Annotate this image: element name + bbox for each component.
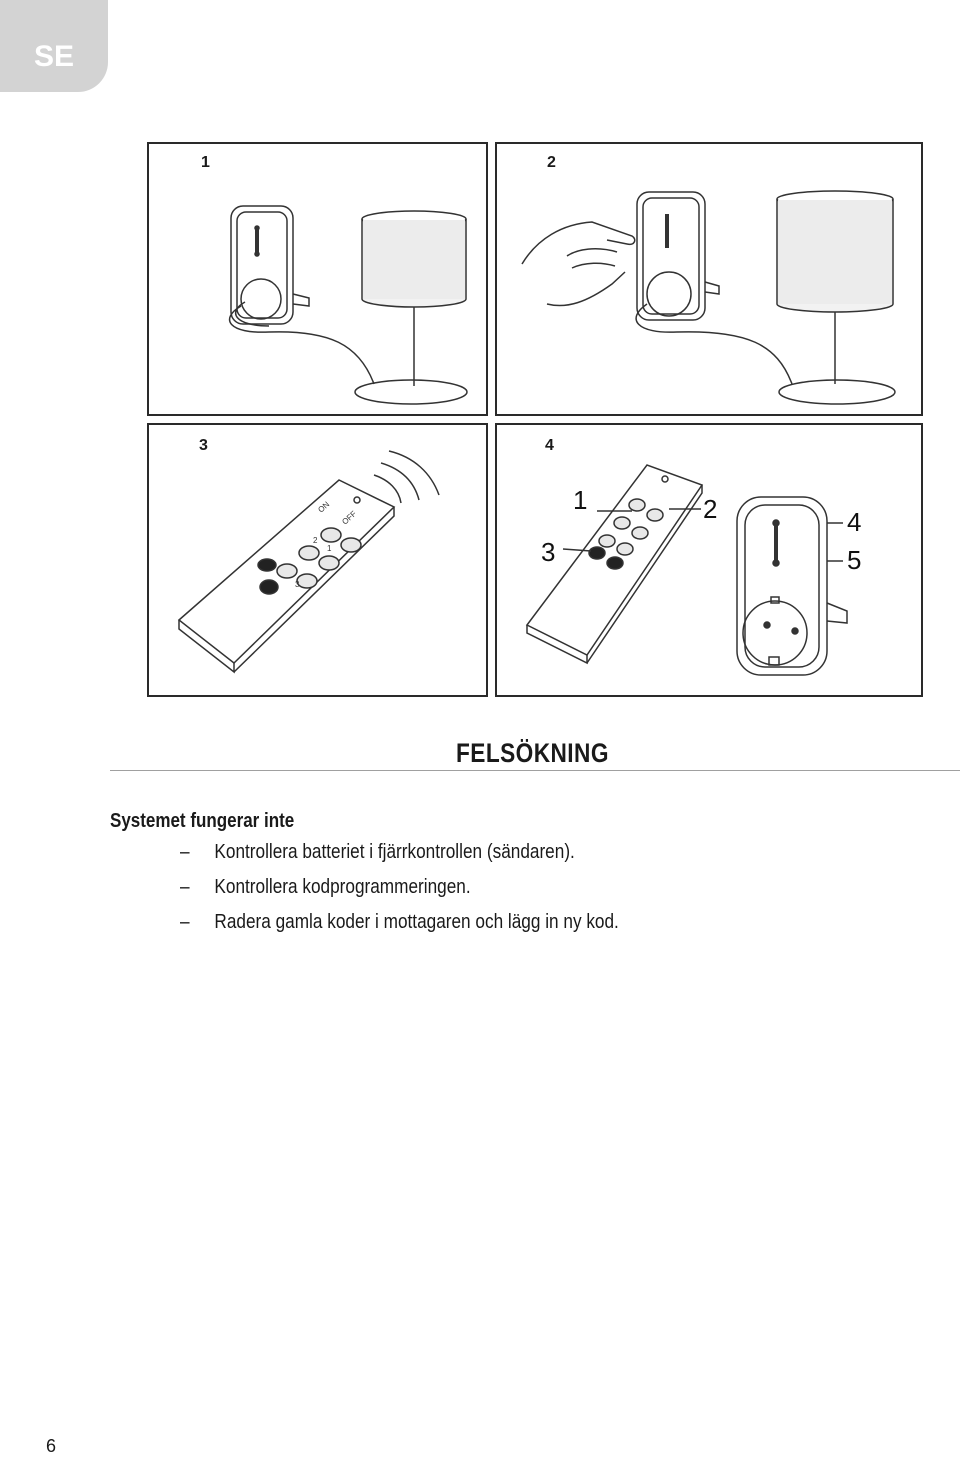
list-item-text: Radera gamla koder i mottagaren och lägg… xyxy=(214,911,619,933)
list-dash: – xyxy=(180,911,190,933)
list-dash: – xyxy=(180,841,190,863)
figure-panel-3: 3 ON OFF 1 2 xyxy=(147,423,488,697)
subsection-title: Systemet fungerar inte xyxy=(110,810,295,832)
panel-number: 4 xyxy=(545,437,554,454)
figure-panel-2: 2 xyxy=(495,142,923,416)
row-2-label: 2 xyxy=(313,536,318,545)
remote-plug-callout-illustration: 1 2 3 4 5 xyxy=(525,464,861,676)
page-number: 6 xyxy=(46,1436,57,1456)
row-1-label: 1 xyxy=(327,544,332,553)
list-item: – Kontrollera batteriet i fjärrkontrollen… xyxy=(180,841,575,864)
figure-panel-1: 1 xyxy=(147,142,488,416)
plug-lamp-illustration xyxy=(229,205,468,405)
section-divider xyxy=(110,770,960,771)
panel-number: 1 xyxy=(201,154,210,171)
list-item-text: Kontrollera kodprogrammeringen. xyxy=(214,876,471,898)
callout-1: 1 xyxy=(573,485,587,515)
language-tab: SE xyxy=(0,0,108,92)
callout-3: 3 xyxy=(541,537,555,567)
list-dash: – xyxy=(180,876,190,898)
callout-2: 2 xyxy=(703,494,717,524)
panel-number: 2 xyxy=(547,154,556,171)
hand-plug-lamp-illustration xyxy=(521,190,896,405)
remote-illustration: ON OFF 1 2 3 xyxy=(177,450,440,674)
callout-4: 4 xyxy=(847,507,861,537)
list-item: – Radera gamla koder i mottagaren och läg… xyxy=(180,911,619,934)
row-3-label: 3 xyxy=(295,580,300,589)
figure-panel-4: 4 xyxy=(495,423,923,697)
list-item-text: Kontrollera batteriet i fjärrkontrollen … xyxy=(214,841,575,863)
panel-number: 3 xyxy=(199,437,208,454)
callout-5: 5 xyxy=(847,545,861,575)
section-title: FELSÖKNING xyxy=(456,738,609,768)
list-item: – Kontrollera kodprogrammeringen. xyxy=(180,876,471,899)
language-code: SE xyxy=(33,40,75,73)
